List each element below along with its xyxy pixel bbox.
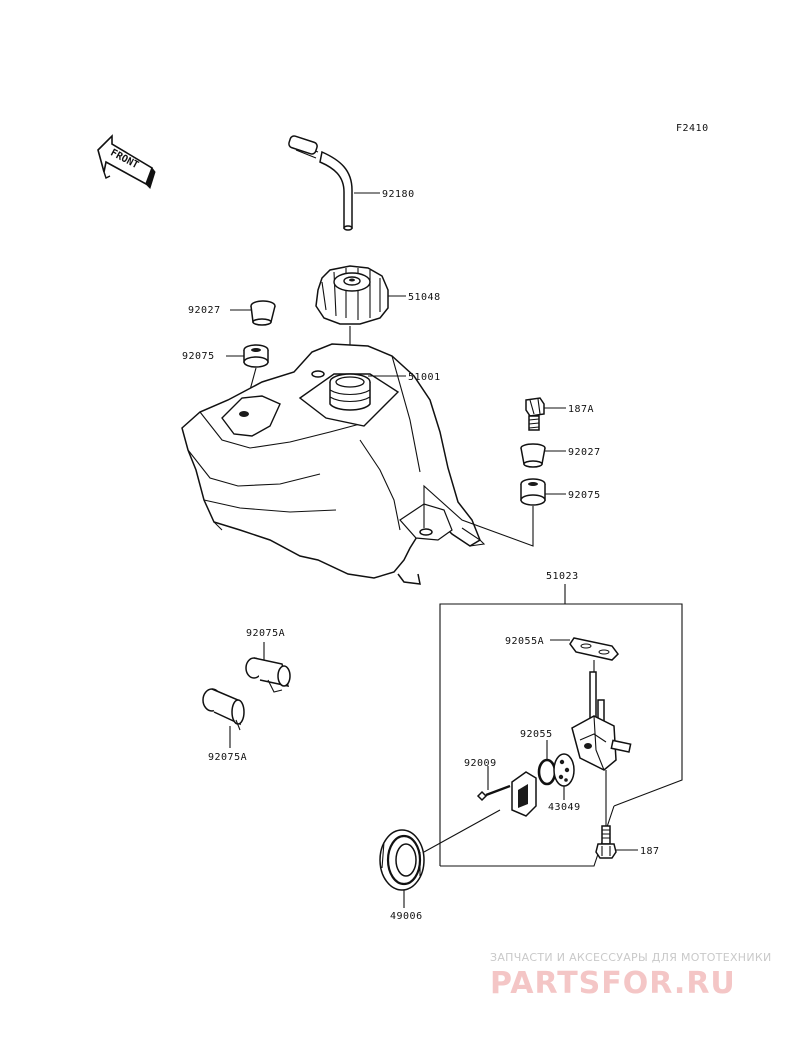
o-ring-92055 <box>537 758 557 786</box>
grommet-92075-top <box>243 344 269 368</box>
damper-92027-top <box>250 300 276 326</box>
fuel-cock <box>571 671 632 771</box>
label-51001: 51001 <box>408 372 441 383</box>
label-92075-top: 92075 <box>182 351 215 362</box>
sleeve-92075A-top <box>245 657 291 693</box>
label-187: 187 <box>640 846 660 857</box>
clamp-plate <box>511 771 537 817</box>
label-187A: 187A <box>568 404 594 415</box>
label-49006: 49006 <box>390 911 423 922</box>
breather-hose <box>288 135 353 231</box>
filter-43049 <box>553 753 575 787</box>
label-92075-right: 92075 <box>568 490 601 501</box>
label-92027-right: 92027 <box>568 447 601 458</box>
label-92027-top: 92027 <box>188 305 221 316</box>
bolt-187A <box>525 397 545 431</box>
fuel-cap <box>315 265 389 325</box>
label-43049: 43049 <box>548 802 581 813</box>
bolt-187 <box>595 825 617 859</box>
sleeve-92075A-bottom <box>202 688 245 731</box>
label-92055A: 92055A <box>505 636 544 647</box>
label-92180: 92180 <box>382 189 415 200</box>
damper-92027-right <box>520 443 546 468</box>
front-arrow-icon: FRONT <box>97 134 156 189</box>
grommet-92075-right <box>520 478 546 506</box>
screw-92009 <box>476 784 511 802</box>
label-92009: 92009 <box>464 758 497 769</box>
label-51023: 51023 <box>546 571 579 582</box>
label-92055: 92055 <box>520 729 553 740</box>
ring-49006 <box>379 829 425 891</box>
fuel-tank <box>181 343 486 585</box>
label-51048: 51048 <box>408 292 441 303</box>
gasket-92055A <box>569 637 619 661</box>
label-92075A-bottom: 92075A <box>208 752 247 763</box>
watermark-brand: PARTSFOR.RU <box>490 966 736 1001</box>
label-92075A-top: 92075A <box>246 628 285 639</box>
watermark-subtitle: ЗАПЧАСТИ И АКСЕССУАРЫ ДЛЯ МОТОТЕХНИКИ <box>490 951 772 964</box>
figure-code: F2410 <box>676 123 709 134</box>
